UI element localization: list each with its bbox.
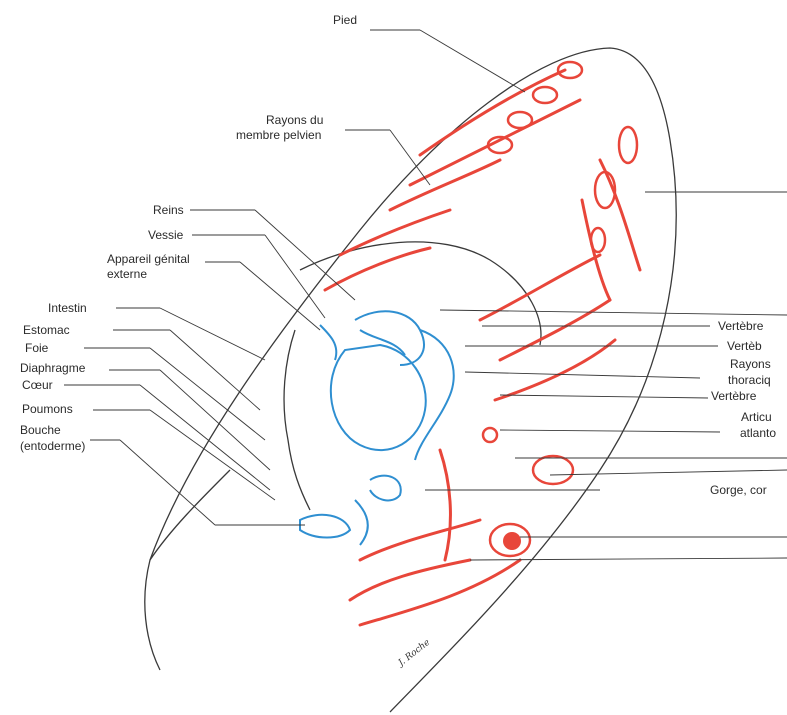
- label-vessie: Vessie: [148, 228, 183, 242]
- red-foot-digits: [483, 62, 637, 484]
- label-vertebre-3: Vertèbre: [711, 389, 756, 403]
- leader-lines: [64, 30, 787, 560]
- label-rayons-pelvien-line2: membre pelvien: [236, 128, 321, 142]
- label-genital-line1: Appareil génital: [107, 252, 190, 266]
- eye: [490, 524, 530, 556]
- label-poumons: Poumons: [22, 402, 73, 416]
- red-skeletal-structures: [325, 70, 640, 625]
- label-articulation-line1: Articu: [741, 410, 772, 424]
- label-bouche-line1: Bouche: [20, 423, 61, 437]
- label-coeur: Cœur: [22, 378, 53, 392]
- label-articulation-line2: atlanto: [740, 426, 776, 440]
- label-genital-line2: externe: [107, 267, 147, 281]
- label-diaphragme: Diaphragme: [20, 361, 85, 375]
- label-gorge: Gorge, cor: [710, 483, 767, 497]
- label-foie: Foie: [25, 341, 48, 355]
- label-vertebre-2: Vertèb: [727, 339, 762, 353]
- label-reins: Reins: [153, 203, 184, 217]
- label-rayons-thoraciques-line2: thoraciq: [728, 373, 771, 387]
- label-vertebre-1: Vertèbre: [718, 319, 763, 333]
- label-pied: Pied: [333, 13, 357, 27]
- embryo-outline: [145, 48, 676, 712]
- label-intestin: Intestin: [48, 301, 87, 315]
- label-estomac: Estomac: [23, 323, 70, 337]
- label-rayons-pelvien-line1: Rayons du: [266, 113, 323, 127]
- blue-organs: [300, 311, 454, 545]
- label-rayons-thoraciques-line1: Rayons: [730, 357, 771, 371]
- label-bouche-line2: (entoderme): [20, 439, 85, 453]
